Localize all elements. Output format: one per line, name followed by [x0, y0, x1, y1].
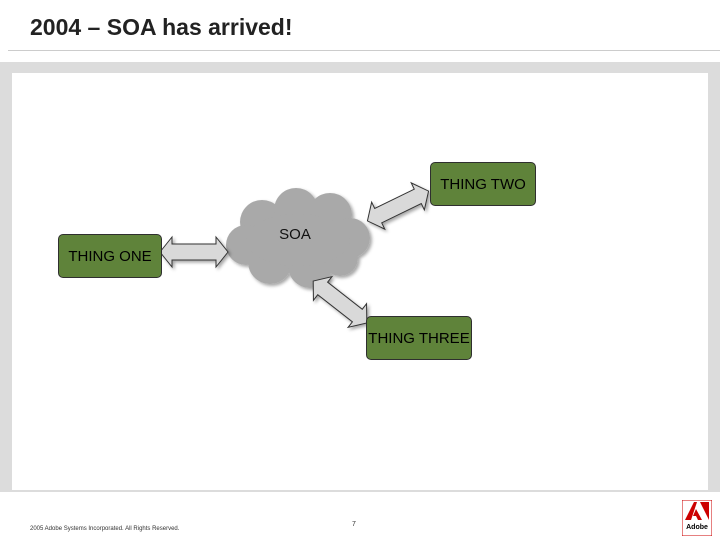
- thing-one-box: THING ONE: [58, 234, 162, 278]
- arrow-soa-thing-one: [159, 235, 229, 269]
- copyright-footer: 2005 Adobe Systems Incorporated. All Rig…: [30, 526, 180, 532]
- content-panel-inner: [12, 73, 708, 490]
- page-number: 7: [352, 521, 356, 528]
- adobe-logo-icon: [682, 500, 712, 536]
- soa-label: SOA: [279, 226, 311, 243]
- thing-two-box: THING TWO: [430, 162, 536, 206]
- adobe-wordmark: Adobe: [686, 524, 708, 531]
- soa-cloud: [226, 188, 370, 288]
- title-rule: [8, 50, 720, 51]
- thing-three-box: THING THREE: [366, 316, 472, 360]
- arrow-soa-thing-two: [366, 181, 430, 231]
- slide-title: 2004 – SOA has arrived!: [30, 14, 293, 40]
